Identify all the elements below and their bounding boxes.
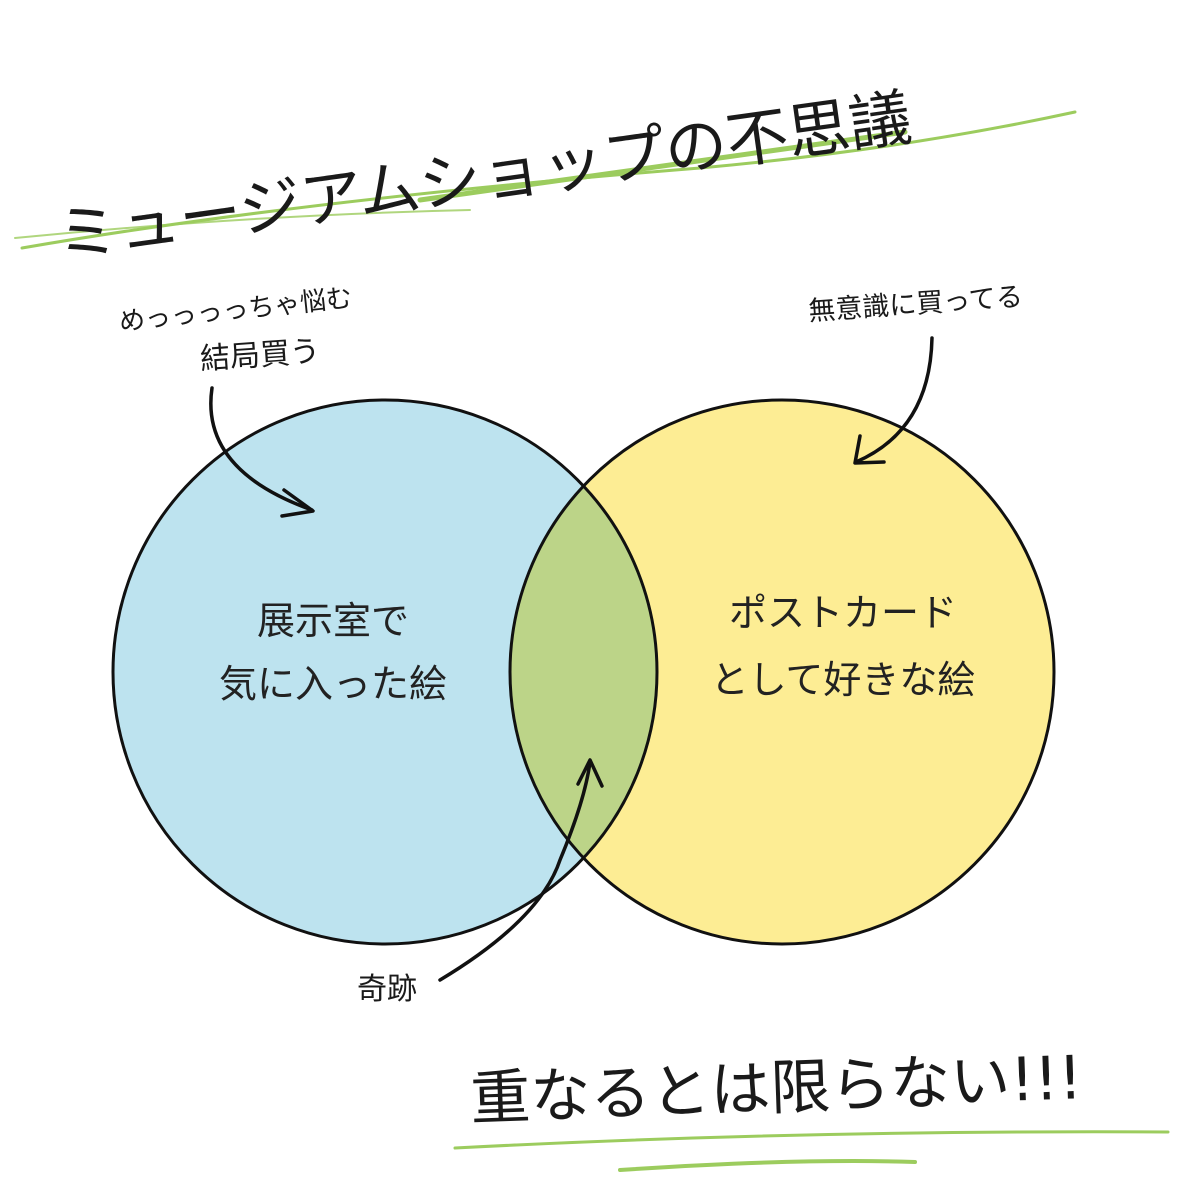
left-circle-label-line1: 展示室で — [257, 601, 409, 643]
right-circle-label-line1: ポストカード — [729, 593, 957, 635]
left-note-line1: めっっっっちゃ悩む — [118, 283, 354, 337]
title-underline — [14, 110, 1077, 250]
right-circle-outline — [508, 398, 1056, 946]
left-circle-label-line2: 気に入った絵 — [219, 664, 447, 706]
conclusion-text: 重なるとは限らない!!! — [469, 1043, 1083, 1134]
overlap-arrow — [438, 758, 604, 982]
left-note-arrow — [209, 386, 315, 518]
right-circle-label-line2: として好きな絵 — [711, 660, 976, 702]
left-circle-outline — [111, 398, 659, 946]
right-note: 無意識に買ってる — [807, 282, 1023, 328]
left-note-line2: 結局買う — [199, 334, 321, 377]
conclusion-underline — [453, 1130, 1170, 1172]
right-circle — [510, 400, 1054, 944]
overlap-note: 奇跡 — [357, 972, 417, 1007]
page-title: ミュージアムショップの不思議 — [52, 81, 916, 273]
left-circle — [113, 400, 657, 944]
right-note-arrow — [853, 336, 934, 465]
